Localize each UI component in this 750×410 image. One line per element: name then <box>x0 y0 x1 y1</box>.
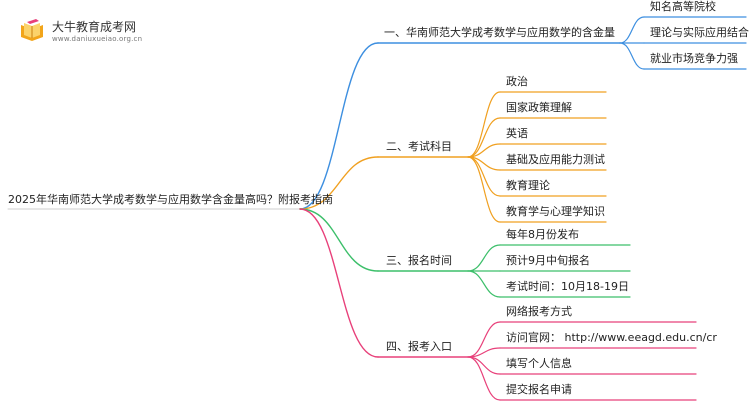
leaf-1-1: 知名高等院校 <box>650 0 716 13</box>
branch-connector <box>299 156 379 210</box>
leaf-connector <box>467 91 501 158</box>
leaf-connector <box>467 156 501 223</box>
branch-2-label: 二、考试科目 <box>386 140 452 153</box>
leaf-connector <box>467 117 501 158</box>
leaf-3-2: 预计9月中旬报名 <box>506 254 590 267</box>
leaf-1-3: 就业市场竞争力强 <box>650 52 738 65</box>
leaf-connector <box>467 244 501 272</box>
leaf-4-2: 访问官网： http://www.eeagd.edu.cn/cr <box>506 331 717 344</box>
leaf-3-1: 每年8月份发布 <box>506 228 579 241</box>
branch-3-label: 三、报名时间 <box>386 254 452 267</box>
leaf-4-3: 填写个人信息 <box>506 357 572 370</box>
branch-connector <box>299 208 379 358</box>
leaf-connector <box>619 16 645 44</box>
logo: 大牛教育成考网 www.daniuxueiao.org.cn <box>14 14 184 48</box>
leaf-connector <box>467 143 501 158</box>
logo-name: 大牛教育成考网 <box>52 20 137 34</box>
leaf-2-5: 教育理论 <box>506 179 550 192</box>
logo-url: www.daniuxueiao.org.cn <box>52 35 143 43</box>
leaf-3-3: 考试时间：10月18-19日 <box>506 280 629 293</box>
leaf-2-1: 政治 <box>506 75 528 88</box>
leaf-4-1: 网络报考方式 <box>506 305 572 318</box>
leaf-connector <box>467 356 501 401</box>
leaf-2-2: 国家政策理解 <box>506 101 572 114</box>
leaf-connector <box>619 42 645 70</box>
branch-1-label: 一、华南师范大学成考数学与应用数学的含金量 <box>384 26 615 39</box>
leaf-4-4: 提交报名申请 <box>506 383 572 396</box>
leaf-2-4: 基础及应用能力测试 <box>506 153 605 166</box>
root-topic: 2025年华南师范大学成考数学与应用数学含金量高吗？附报考指南 <box>8 193 333 206</box>
leaf-1-2: 理论与实际应用结合 <box>650 26 749 39</box>
leaf-connector <box>467 356 501 375</box>
leaf-2-6: 教育学与心理学知识 <box>506 205 605 218</box>
branch-connector <box>299 42 379 210</box>
book-logo-icon <box>21 19 43 41</box>
leaf-connector <box>467 321 501 358</box>
leaf-connector <box>467 270 501 298</box>
leaf-2-3: 英语 <box>506 127 528 140</box>
branch-connector <box>299 208 379 272</box>
branch-4-label: 四、报考入口 <box>386 340 452 353</box>
